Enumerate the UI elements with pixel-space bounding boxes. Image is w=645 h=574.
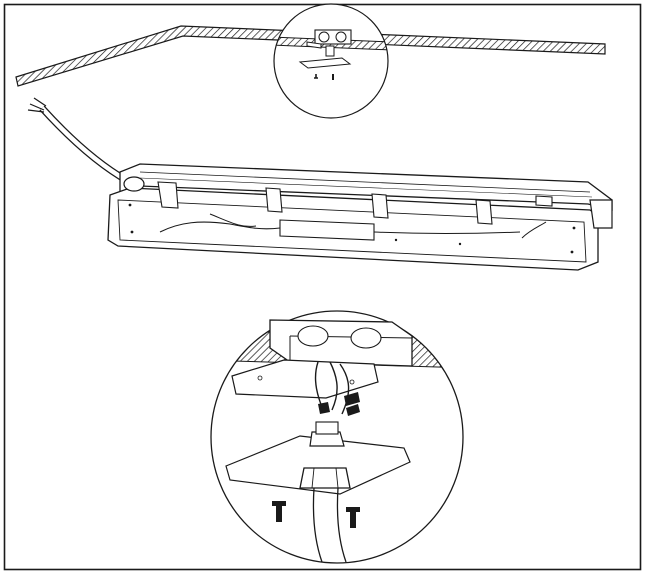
junction-box bbox=[269, 319, 413, 367]
canopy-plate bbox=[225, 435, 411, 495]
mounting-screws bbox=[272, 501, 360, 528]
cable-down bbox=[312, 487, 347, 563]
junction-box-detail-large bbox=[210, 310, 464, 564]
linear-fixture bbox=[107, 163, 613, 271]
mounting-bracket bbox=[231, 359, 379, 399]
junction-box-detail-small bbox=[273, 3, 389, 119]
ceiling-panel bbox=[15, 25, 606, 87]
